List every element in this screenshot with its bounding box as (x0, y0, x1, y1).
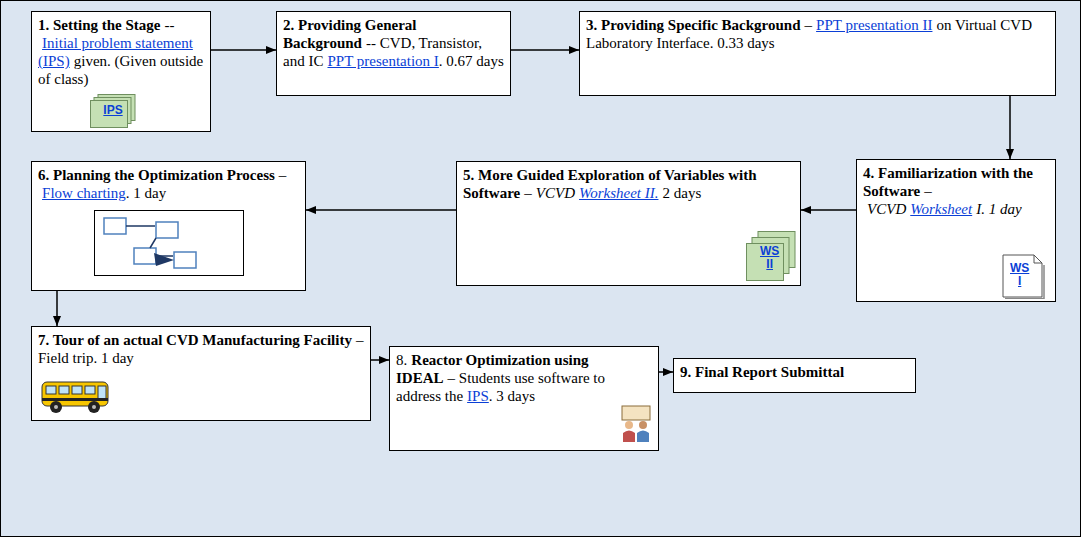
step-heading: 3. Providing Specific Background (586, 17, 800, 33)
box-text: 8.Reactor Optimization using IDEAL– Stud… (390, 347, 658, 409)
flow-arrow (659, 371, 673, 373)
icon (620, 404, 652, 444)
step-heading: 7. Tour of an actual CVD Manufacturing F… (38, 332, 352, 348)
icon (40, 376, 112, 416)
icon-graphic (94, 210, 244, 276)
step-text: VCVD (867, 201, 906, 217)
icon-label: WS II (760, 245, 779, 271)
flow-arrow (801, 209, 856, 211)
icon-graphic (40, 376, 112, 416)
step-text: Worksheet (910, 201, 972, 217)
step-text: Worksheet II. (579, 185, 658, 201)
step-text: . 0.67 days (439, 53, 504, 69)
box-text: 6. Planning the Optimization Process– Flo… (32, 162, 305, 206)
box-text: 9. Final Report Submittal (674, 359, 915, 385)
icon: WS II (746, 231, 796, 281)
icon-graphic (1001, 253, 1045, 299)
box-text: 4. Familiarization with the Software– VCV… (857, 160, 1055, 222)
box-text: 2. Providing General Background-- CVD, T… (277, 12, 510, 74)
step-text: PPT presentation I (327, 53, 438, 69)
step-text: – (924, 183, 932, 199)
icon-label: IPS (90, 104, 136, 117)
process-box: 5. More Guided Exploration of Variables … (456, 161, 801, 286)
step-text: . 1 day (126, 185, 166, 201)
process-box: 1. Setting the Stage--Initial problem st… (31, 11, 211, 132)
box-text: 1. Setting the Stage--Initial problem st… (32, 12, 210, 92)
process-box: 8.Reactor Optimization using IDEAL– Stud… (389, 346, 659, 451)
icon-label: WS I (1010, 262, 1029, 288)
step-heading: 4. Familiarization with the Software (863, 165, 1033, 199)
process-box: 3. Providing Specific Background–PPT pre… (579, 11, 1056, 96)
step-text: PPT presentation II (816, 17, 932, 33)
process-box: 4. Familiarization with the Software– VCV… (856, 159, 1056, 302)
process-box: 7. Tour of an actual CVD Manufacturing F… (31, 326, 371, 421)
box-text: 7. Tour of an actual CVD Manufacturing F… (32, 327, 370, 371)
process-box: 9. Final Report Submittal (673, 358, 916, 393)
flow-arrow (1009, 96, 1011, 159)
step-text: 2 days (663, 185, 702, 201)
icon (94, 210, 244, 276)
step-text: – (805, 17, 813, 33)
flow-arrow (371, 359, 389, 361)
flow-arrow (211, 49, 276, 51)
step-text: VCVD (536, 185, 575, 201)
step-text: – (279, 167, 287, 183)
icon-graphic (620, 404, 652, 444)
process-box: 6. Planning the Optimization Process– Flo… (31, 161, 306, 291)
step-text: I. 1 day (976, 201, 1021, 217)
flow-arrow (511, 49, 579, 51)
step-text: . 3 days (489, 388, 535, 404)
step-text: -- (165, 17, 175, 33)
icon: WS I (1001, 253, 1045, 299)
step-text: IPS (467, 388, 489, 404)
box-text: 5. More Guided Exploration of Variables … (457, 162, 800, 206)
step-text: Flow charting (42, 185, 126, 201)
step-heading: 8. (396, 352, 407, 368)
step-heading: 1. Setting the Stage (38, 17, 161, 33)
icon: IPS (90, 94, 136, 128)
step-heading: 9. Final Report Submittal (680, 364, 844, 380)
flow-arrow (56, 291, 58, 326)
flow-arrow (306, 209, 456, 211)
step-text: – (524, 185, 532, 201)
step-heading: 6. Planning the Optimization Process (38, 167, 275, 183)
box-text: 3. Providing Specific Background–PPT pre… (580, 12, 1055, 56)
process-box: 2. Providing General Background-- CVD, T… (276, 11, 511, 96)
